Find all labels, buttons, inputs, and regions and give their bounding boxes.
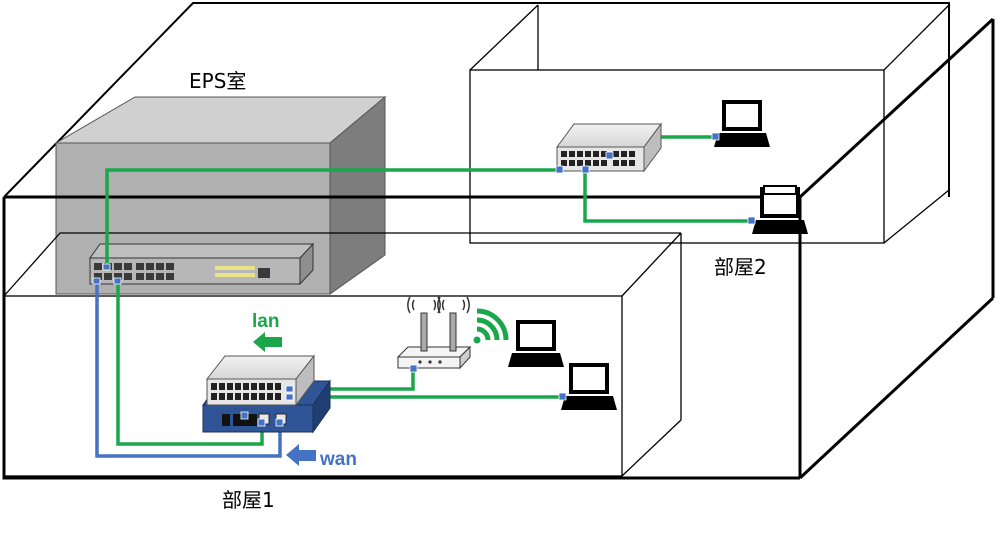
wan-label: wan [320, 449, 357, 470]
wan-cable [95, 283, 282, 458]
laptop-icon [752, 185, 808, 234]
arrow-left-icon [253, 332, 282, 352]
room2-label: 部屋2 [714, 255, 767, 279]
eps-switch [89, 242, 315, 286]
port-markers [92, 132, 756, 427]
room1-label: 部屋1 [222, 488, 275, 512]
building-outline [3, 2, 950, 198]
room1-box [3, 232, 682, 477]
laptop-icon [561, 363, 617, 410]
room2-box [469, 4, 950, 244]
wireless-access-point-icon [396, 296, 472, 370]
arrow-left-icon [286, 444, 316, 466]
wifi-signal-icon [473, 308, 509, 344]
room1-switch [205, 354, 316, 407]
laptop-icon [714, 100, 770, 147]
lan-label: lan [252, 311, 280, 332]
building-front [2, 17, 995, 480]
room2-switch [556, 122, 662, 173]
eps-room-label: EPS室 [189, 69, 247, 93]
laptop-icon [508, 320, 564, 367]
